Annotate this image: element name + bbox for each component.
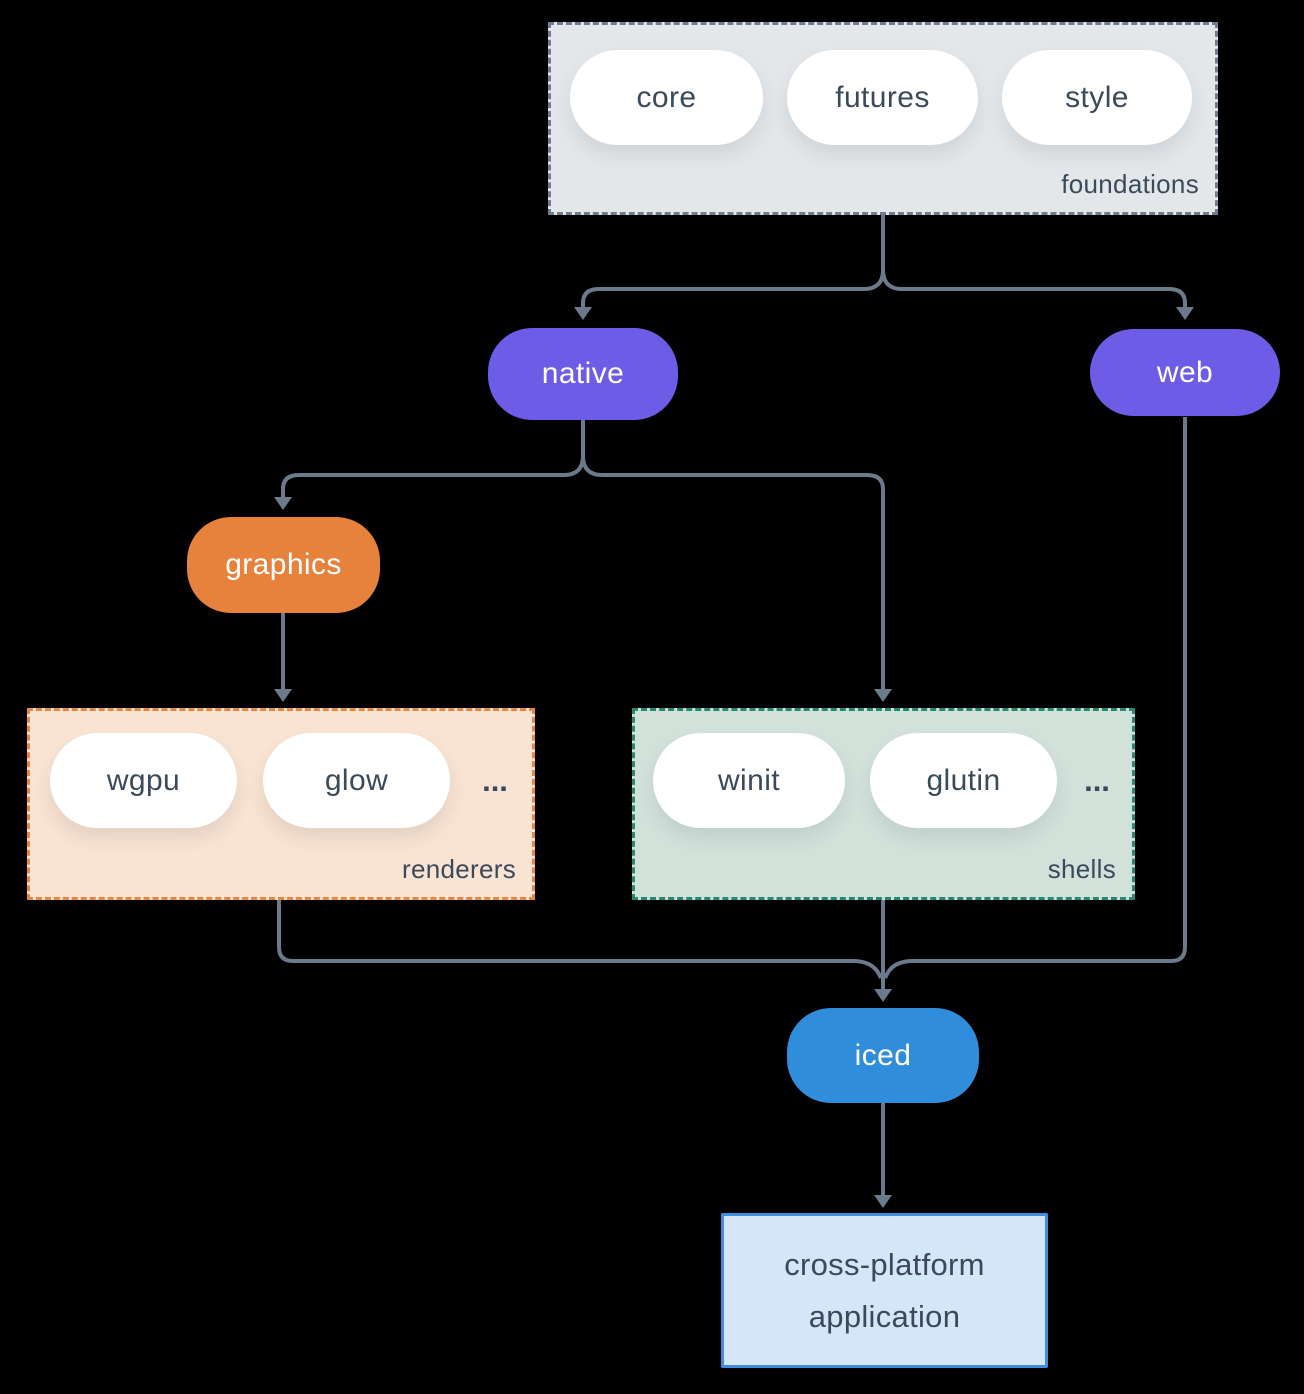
node-iced: iced [787, 1008, 979, 1103]
edge-native-graphics [274, 455, 585, 510]
node-glutin: glutin [870, 733, 1057, 828]
edge-foundations-native [574, 269, 885, 320]
node-native: native [488, 328, 678, 420]
renderers-ellipsis: ... [482, 762, 508, 798]
node-winit: winit [653, 733, 845, 828]
node-graphics: graphics [187, 517, 380, 613]
shells-group-label: shells [1047, 854, 1116, 884]
foundations-group-label: foundations [1061, 169, 1199, 199]
node-core: core [570, 50, 763, 145]
renderers-group-label: renderers [402, 854, 516, 884]
node-glow: glow [263, 733, 450, 828]
edge-renderers-iced [277, 900, 883, 979]
edge-foundations-web [881, 269, 1194, 320]
cross-platform-application-box: cross-platform application [721, 1213, 1048, 1368]
application-label-line2: application [808, 1298, 961, 1334]
edge-native-shells [581, 455, 892, 702]
edge-web-iced [883, 417, 1187, 979]
node-web: web [1090, 329, 1280, 416]
shells-ellipsis: ... [1084, 762, 1110, 798]
node-wgpu: wgpu [50, 733, 237, 828]
application-label-line1: cross-platform [784, 1246, 985, 1282]
node-futures: futures [787, 50, 978, 145]
node-style: style [1002, 50, 1192, 145]
